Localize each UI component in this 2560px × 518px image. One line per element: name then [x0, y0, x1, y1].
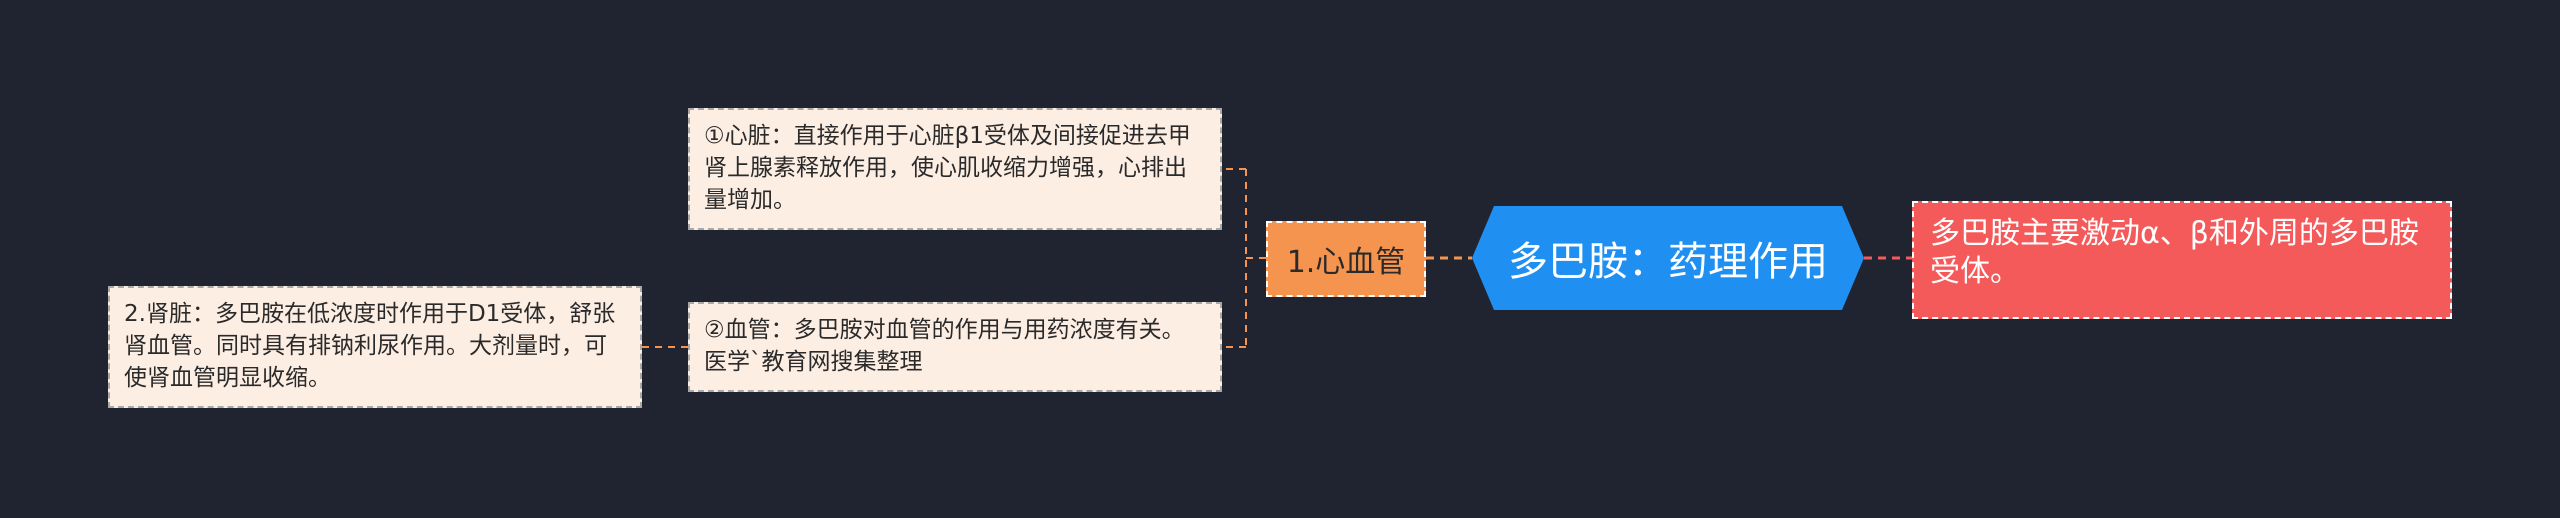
- connector-branch-leaves: [1222, 168, 1266, 348]
- leaf-kidney[interactable]: 2.肾脏：多巴胺在低浓度时作用于D1受体，舒张肾血管。同时具有排钠利尿作用。大剂…: [108, 286, 642, 408]
- leaf-kidney-text: 2.肾脏：多巴胺在低浓度时作用于D1受体，舒张肾血管。同时具有排钠利尿作用。大剂…: [124, 301, 616, 391]
- root-topic-label: 多巴胺：药理作用: [1508, 239, 1828, 285]
- leaf-heart[interactable]: ①心脏：直接作用于心脏β1受体及间接促进去甲肾上腺素释放作用，使心肌收缩力增强，…: [688, 108, 1222, 230]
- leaf-heart-text: ①心脏：直接作用于心脏β1受体及间接促进去甲肾上腺素释放作用，使心肌收缩力增强，…: [704, 123, 1191, 213]
- root-topic[interactable]: 多巴胺：药理作用: [1472, 206, 1864, 310]
- branch-cardiovascular-label: 1.心血管: [1286, 245, 1406, 280]
- leaf-vessel[interactable]: ②血管：多巴胺对血管的作用与用药浓度有关。医学`教育网搜集整理: [688, 302, 1222, 392]
- leaf-vessel-text: ②血管：多巴胺对血管的作用与用药浓度有关。医学`教育网搜集整理: [704, 317, 1185, 375]
- branch-cardiovascular[interactable]: 1.心血管: [1266, 221, 1426, 297]
- summary-note-text: 多巴胺主要激动α、β和外周的多巴胺受体。: [1930, 216, 2419, 289]
- summary-note[interactable]: 多巴胺主要激动α、β和外周的多巴胺受体。: [1912, 201, 2452, 319]
